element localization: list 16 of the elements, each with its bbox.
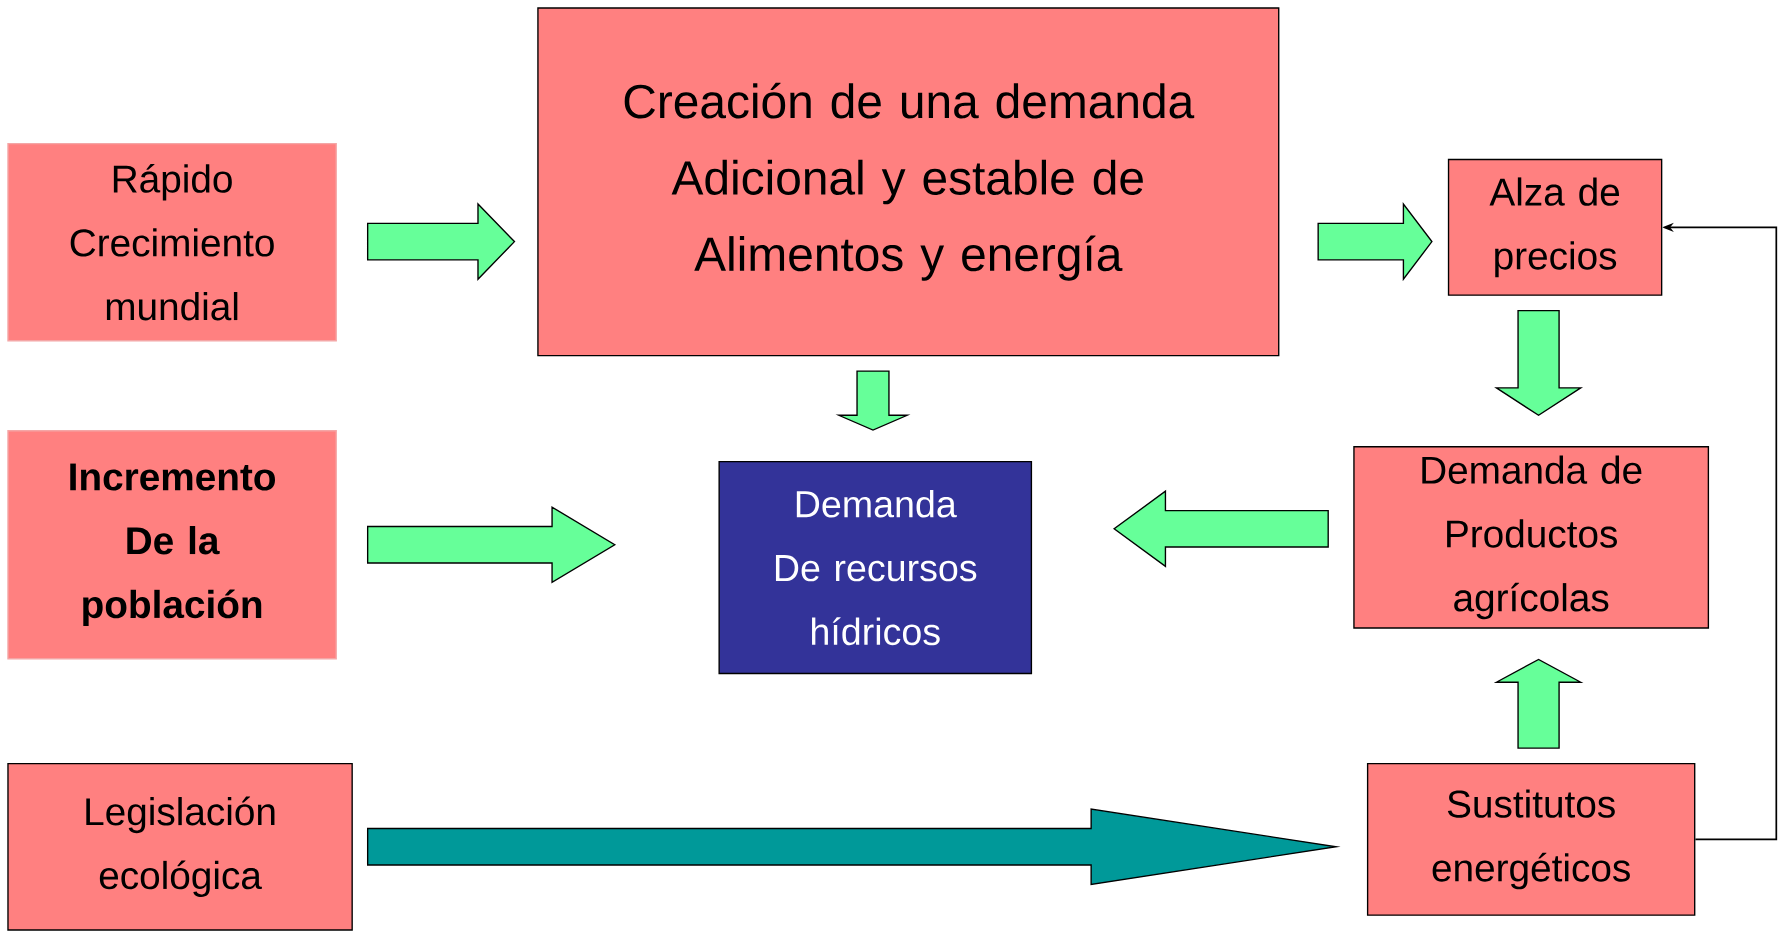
- block-arrow: [366, 202, 516, 281]
- process-box: Sustitutos energéticos: [1366, 762, 1696, 916]
- block-arrow: [1493, 658, 1584, 749]
- block-arrow: [835, 370, 911, 431]
- block-arrow: [1113, 489, 1329, 568]
- process-box: Rápido Crecimiento mundial: [7, 142, 337, 342]
- process-box: Incremento De la población: [7, 430, 337, 660]
- block-arrow: [366, 505, 617, 584]
- process-box: Legislación ecológica: [7, 762, 353, 931]
- process-box: Demanda De recursos hídricos: [718, 460, 1033, 675]
- process-box: Alza de precios: [1447, 158, 1663, 296]
- process-box: Creación de una demanda Adicional y estable de Alimentos y energía: [537, 7, 1280, 357]
- block-arrow: [366, 808, 1341, 886]
- block-arrow: [1494, 309, 1584, 417]
- process-box: Demanda de Productos agrícolas: [1353, 446, 1710, 629]
- block-arrow: [1317, 201, 1433, 282]
